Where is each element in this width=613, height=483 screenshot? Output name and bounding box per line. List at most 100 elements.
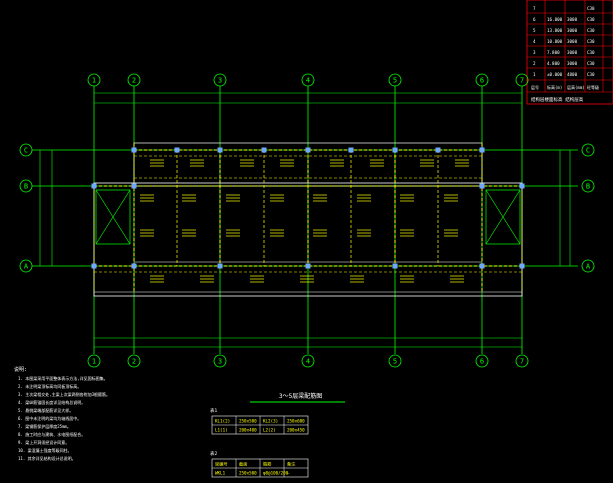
column-marker (392, 263, 398, 269)
table2-title: 表2 (210, 450, 217, 457)
table-cell: KL1(2) (215, 419, 230, 424)
legend-cell: 7 (533, 6, 536, 11)
beam-annotations (140, 159, 469, 283)
note-line: 9. 梁上开洞须经设计同意。 (18, 439, 69, 445)
grid-label-row: B (586, 183, 590, 191)
grid-bubble-col-1 (87, 73, 101, 87)
grid-bubble-row-B (581, 179, 595, 193)
grid-bubble-row-A (19, 259, 33, 273)
beam-lines (93, 143, 523, 292)
grid-label-col: 3 (218, 77, 222, 85)
legend-cell: C30 (587, 72, 595, 77)
table-cell: 备注 (287, 461, 296, 468)
table-cell: L2(2) (263, 428, 276, 433)
grid-bubble-row-A (581, 259, 595, 273)
legend-cell: 4.800 (547, 61, 560, 66)
grid-bubble-col-2 (127, 73, 141, 87)
column-marker (479, 263, 485, 269)
column-marker (479, 183, 485, 189)
column-marker (131, 183, 137, 189)
legend-cell: 3000 (567, 17, 578, 22)
legend-cell: 13.800 (547, 28, 563, 33)
legend-cell: 7.800 (547, 50, 560, 55)
grid-label-col: 6 (480, 77, 484, 85)
grid-bubble-col-7 (515, 354, 529, 368)
grid-bubble-col-4 (301, 73, 315, 87)
column-marker (348, 147, 354, 153)
legend-header-2: 标高(m) (547, 84, 562, 90)
column-marker (217, 263, 223, 269)
grid-label-col: 6 (480, 358, 484, 366)
legend-cell: 4800 (567, 72, 578, 77)
note-line: 3. 主次梁相交处,主梁上次梁两侧各附加3根箍筋。 (18, 391, 110, 397)
table-cell: 250x500 (239, 419, 257, 424)
grid-label-row: A (586, 263, 591, 271)
grid-label-col: 1 (92, 77, 96, 85)
drawing-title-block: 3～5层梁配筋图 表1 表2 (210, 392, 345, 457)
column-marker (305, 147, 311, 153)
grid-bubble-col-6 (475, 73, 489, 87)
note-line: 2. 未注明梁顶标高均同板顶标高。 (18, 383, 81, 389)
notes-title: 说明: (14, 366, 27, 373)
grid-bubble-col-5 (388, 354, 402, 368)
column-marker (131, 147, 137, 153)
grid-bubble-row-C (581, 143, 595, 157)
table-cell: φ8@100/200 (263, 471, 289, 476)
grid-label-row: C (24, 147, 28, 155)
grid-label-col: 7 (520, 77, 524, 85)
legend-caption: 结构层楼面标高 结构层高 (531, 96, 584, 103)
column-marker (305, 263, 311, 269)
drawing-title: 3～5层梁配筋图 (279, 392, 322, 400)
grid-label-col: 4 (306, 358, 310, 366)
column-marker (519, 263, 525, 269)
legend-cell: 10.800 (547, 39, 563, 44)
grid-label-col: 3 (218, 358, 222, 366)
legend-cell: C30 (587, 50, 595, 55)
grid-bubble-col-6 (475, 354, 489, 368)
note-line: 8. 施工时应与建筑、水电图纸配合。 (18, 431, 85, 437)
legend-cell: C30 (587, 17, 595, 22)
grid-label-row: A (24, 263, 29, 271)
grid-label-col: 5 (393, 358, 397, 366)
column-marker (479, 147, 485, 153)
stair-wells (95, 189, 521, 245)
grid-bubble-col-4 (301, 354, 315, 368)
grid-label-col: 7 (520, 358, 524, 366)
table-cell: 截面 (239, 461, 247, 468)
grid-bubble-col-1 (87, 354, 101, 368)
grid-bubble-col-3 (213, 354, 227, 368)
note-line: 4. 梁纵筋锚固长度详见结构总说明。 (18, 399, 85, 405)
note-line: 1. 本图梁采用平面整体表示方法,详见国标图集。 (18, 375, 108, 381)
legend-cell: 3000 (567, 39, 578, 44)
table-cell: — (287, 471, 290, 476)
notes-block: 说明: 1. 本图梁采用平面整体表示方法,详见国标图集。 2. 未注明梁顶标高均同… (14, 366, 110, 461)
table-cell: 梁编号 (215, 461, 228, 468)
grid-label-col: 2 (132, 358, 136, 366)
table-cell: KL2(3) (263, 419, 278, 424)
column-marker (435, 147, 441, 153)
legend-header-3: 层高(mm) (567, 84, 585, 90)
legend-cell: 6 (533, 17, 536, 22)
table-cell: 200x400 (239, 428, 257, 433)
grid-label-row: B (24, 183, 28, 191)
column-marker (217, 147, 223, 153)
note-line: 10. 梁混凝土强度等级同柱。 (18, 447, 72, 453)
grid-label-col: 1 (92, 358, 96, 366)
table-cell: L1(1) (215, 428, 228, 433)
legend-cell: 4 (533, 39, 536, 44)
note-line: 11. 其余详见结构设计总说明。 (18, 455, 76, 461)
note-line: 7. 梁钢筋保护层厚度25mm。 (18, 423, 71, 429)
legend-cell: 16.800 (547, 17, 563, 22)
table-cell: 250x500 (239, 471, 257, 476)
table-cell: WKL1 (215, 471, 226, 476)
grid-lines (32, 86, 578, 354)
column-marker (131, 263, 137, 269)
grid-bubble-col-5 (388, 73, 402, 87)
table-cell: 250x600 (287, 419, 305, 424)
legend-cell: 2 (533, 61, 536, 66)
